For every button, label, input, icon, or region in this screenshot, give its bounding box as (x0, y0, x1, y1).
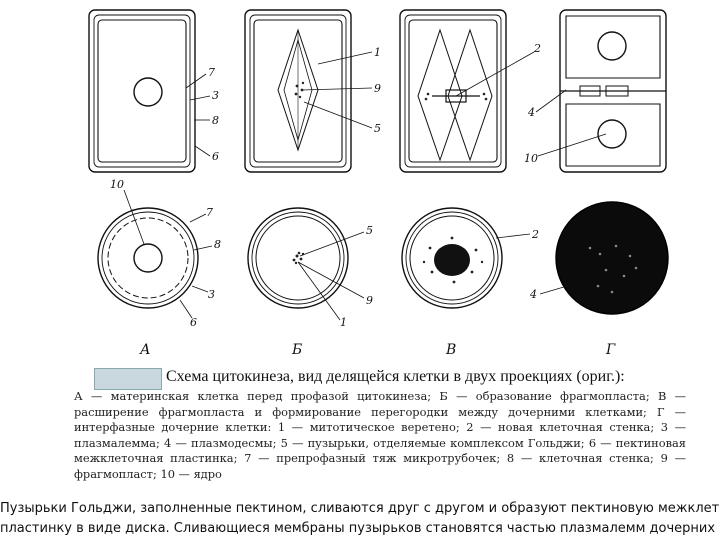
label-a-bottom-3: 3 (208, 288, 215, 301)
label-b-top-1: 1 (374, 46, 381, 59)
label-a-top-8: 8 (212, 114, 219, 127)
vesicles (294, 81, 305, 99)
cell-b-bottom (247, 207, 349, 309)
caption-line-2: пластинку в виде диска. Сливающиеся мемб… (0, 521, 720, 536)
label-a-top-6: 6 (212, 150, 219, 163)
label-a-bottom-7: 7 (206, 206, 213, 219)
label-c-top-2: 2 (533, 42, 541, 55)
column-label-d: Г (605, 342, 616, 358)
highlight-box (94, 368, 162, 390)
label-d-top-10: 10 (524, 152, 538, 165)
cell-b-top (244, 9, 352, 173)
cell-a-top (88, 9, 196, 173)
label-a-bottom-8: 8 (214, 238, 221, 251)
column-label-c: В (445, 342, 456, 358)
figure-title: Схема цитокинеза, вид делящейся клетки в… (166, 368, 625, 385)
label-b-bottom-5: 5 (366, 224, 373, 237)
cell-a-bottom (97, 207, 199, 309)
cell-c-bottom (401, 207, 503, 309)
column-label-a: А (139, 342, 151, 358)
cytokinesis-diagram: 7 3 8 6 1 9 5 2 4 10 10 7 8 3 6 5 9 1 2 … (88, 9, 669, 358)
label-d-top-4: 4 (527, 106, 535, 119)
caption-line-1: Пузырьки Гольджи, заполненные пектином, … (0, 501, 720, 516)
figure-legend: А — материнская клетка перед профазой ци… (74, 389, 686, 481)
label-b-top-5: 5 (374, 122, 381, 135)
label-c-bottom-4: 4 (529, 288, 537, 301)
caption: Пузырьки Гольджи, заполненные пектином, … (0, 499, 720, 539)
label-a-top-3: 3 (212, 89, 219, 102)
label-b-bottom-9: 9 (366, 294, 373, 307)
label-a-top-7: 7 (208, 66, 215, 79)
label-a-bottom-6: 6 (190, 316, 197, 329)
nucleus (133, 77, 163, 107)
label-b-top-9: 9 (374, 82, 381, 95)
cell-d-bottom (555, 201, 669, 315)
cell-d-top (559, 9, 667, 173)
column-label-b: Б (291, 342, 302, 358)
label-c-bottom-2: 2 (531, 228, 539, 241)
cell-c-top (399, 9, 507, 173)
label-b-bottom-1: 1 (340, 316, 347, 329)
label-a-bottom-10: 10 (110, 178, 124, 191)
